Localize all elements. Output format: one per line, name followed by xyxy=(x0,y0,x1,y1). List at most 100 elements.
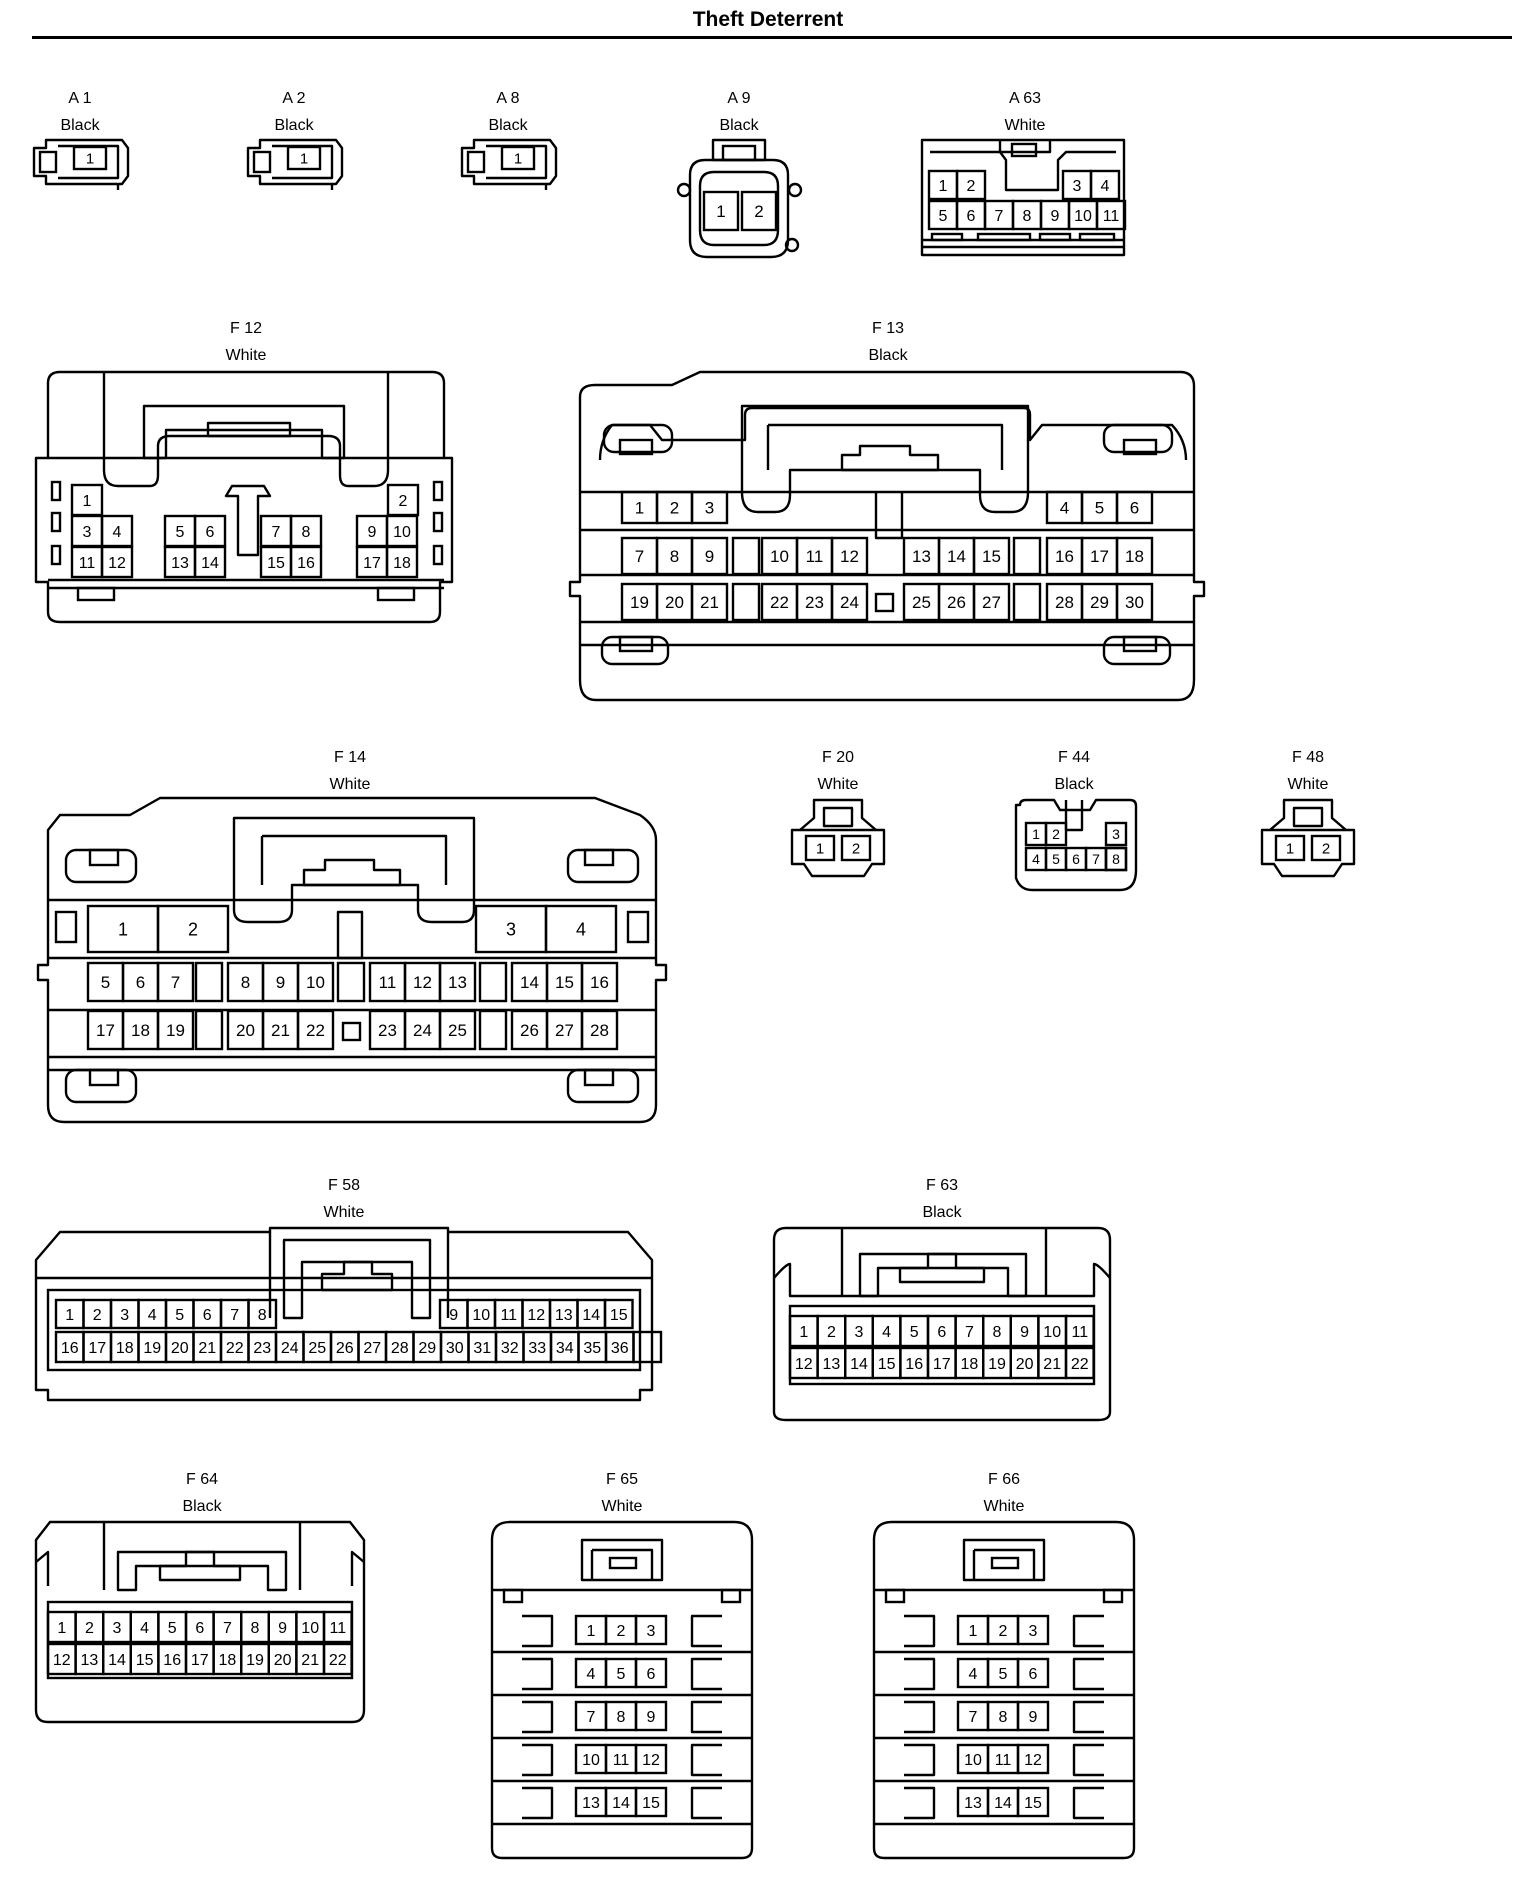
pin-number: 1 xyxy=(1286,840,1294,857)
pin-cavity xyxy=(1274,834,1306,862)
pin-number: 24 xyxy=(840,593,859,612)
pin-number: 9 xyxy=(368,524,377,541)
pin-cavity xyxy=(634,1743,668,1775)
pin-number: 4 xyxy=(882,1324,891,1341)
pin-number: 8 xyxy=(993,1324,1002,1341)
pin-number: 7 xyxy=(171,973,180,992)
pin-number: 12 xyxy=(108,555,126,572)
pin-number: 15 xyxy=(642,1795,660,1812)
pin-cavity xyxy=(322,1642,353,1676)
pin-number: 9 xyxy=(1029,1709,1038,1726)
pin-number: 16 xyxy=(1055,547,1074,566)
connector-color: White xyxy=(984,1498,1025,1515)
connector-color: White xyxy=(602,1498,643,1515)
pin-cavity xyxy=(840,834,872,862)
pin-number: 28 xyxy=(391,1340,409,1357)
pin-number: 10 xyxy=(770,547,789,566)
pin-number: 20 xyxy=(236,1021,255,1040)
pin-cavity xyxy=(1016,1614,1050,1646)
pin-number: 8 xyxy=(241,973,250,992)
pin-cavity xyxy=(690,536,729,576)
pin-number: 26 xyxy=(520,1021,539,1040)
pin-number: 14 xyxy=(947,547,966,566)
pin-number: 1 xyxy=(816,840,824,857)
pin-number: 5 xyxy=(176,524,185,541)
pin-number: 6 xyxy=(206,524,215,541)
pin-number: 11 xyxy=(79,555,96,572)
pin-cavity xyxy=(580,961,619,1003)
pin-number: 2 xyxy=(852,840,860,857)
pin-number: 26 xyxy=(947,593,966,612)
pin-number: 25 xyxy=(912,593,931,612)
pin-number: 5 xyxy=(1095,499,1104,518)
pin-number: 5 xyxy=(175,1307,184,1324)
pin-number: 18 xyxy=(116,1340,134,1357)
pin-number: 14 xyxy=(582,1307,600,1324)
pin-number: 13 xyxy=(555,1307,573,1324)
pin-number: 27 xyxy=(555,1021,574,1040)
connector-color: Black xyxy=(60,117,100,134)
pin-number: 3 xyxy=(855,1324,864,1341)
pin-number: 15 xyxy=(555,973,574,992)
pin-cavity xyxy=(830,582,869,622)
pin-number: 2 xyxy=(399,493,408,510)
pin-number: 20 xyxy=(274,1652,292,1669)
pin-number: 14 xyxy=(108,1652,126,1669)
pin-number: 20 xyxy=(171,1340,189,1357)
connector-color: White xyxy=(324,1204,365,1221)
pin-number: 21 xyxy=(271,1021,290,1040)
pin-number: 16 xyxy=(590,973,609,992)
pin-cavity xyxy=(1115,582,1154,622)
pin-number: 1 xyxy=(86,150,94,167)
connector-color: White xyxy=(818,776,859,793)
pin-number: 10 xyxy=(393,524,411,541)
pin-number: 6 xyxy=(967,208,976,225)
pin-cavity xyxy=(580,1009,619,1051)
pin-number: 27 xyxy=(982,593,1001,612)
pin-cavity xyxy=(1089,169,1121,201)
pin-number: 8 xyxy=(302,524,311,541)
pin-number: 22 xyxy=(226,1340,244,1357)
pin-number: 30 xyxy=(1125,593,1144,612)
pin-number: 2 xyxy=(670,499,679,518)
pin-number: 11 xyxy=(806,547,824,566)
pin-number: 3 xyxy=(1073,178,1082,195)
pin-number: 8 xyxy=(258,1307,267,1324)
pin-number: 15 xyxy=(610,1307,628,1324)
pin-number: 3 xyxy=(1112,826,1120,842)
pin-number: 13 xyxy=(582,1795,600,1812)
pin-cavity xyxy=(632,1330,663,1364)
pin-cavity xyxy=(1115,490,1154,525)
pin-cavity xyxy=(972,536,1011,576)
pin-number: 2 xyxy=(827,1324,836,1341)
pin-number: 11 xyxy=(613,1752,630,1769)
connector-color: White xyxy=(330,776,371,793)
pin-number: 10 xyxy=(582,1752,600,1769)
pin-number: 5 xyxy=(617,1666,626,1683)
pin-cavity xyxy=(1016,1786,1050,1818)
pin-cavity xyxy=(296,961,335,1003)
pin-number: 7 xyxy=(995,208,1004,225)
pin-cavity xyxy=(385,545,419,579)
pin-number: 15 xyxy=(982,547,1001,566)
pin-cavity xyxy=(1104,846,1128,872)
connector-id: F 48 xyxy=(1292,749,1324,766)
pin-cavity xyxy=(500,145,536,171)
pin-number: 10 xyxy=(1074,208,1092,225)
pin-number: 21 xyxy=(1043,1356,1061,1373)
pin-number: 6 xyxy=(647,1666,656,1683)
pin-cavity xyxy=(1016,1657,1050,1689)
pin-number: 1 xyxy=(635,499,644,518)
pin-number: 9 xyxy=(647,1709,656,1726)
connector-id: F 66 xyxy=(988,1471,1020,1488)
pin-number: 15 xyxy=(878,1356,896,1373)
pin-number: 4 xyxy=(1060,499,1069,518)
pin-number: 6 xyxy=(136,973,145,992)
pin-number: 9 xyxy=(1020,1324,1029,1341)
pin-number: 18 xyxy=(393,555,411,572)
pin-number: 25 xyxy=(448,1021,467,1040)
